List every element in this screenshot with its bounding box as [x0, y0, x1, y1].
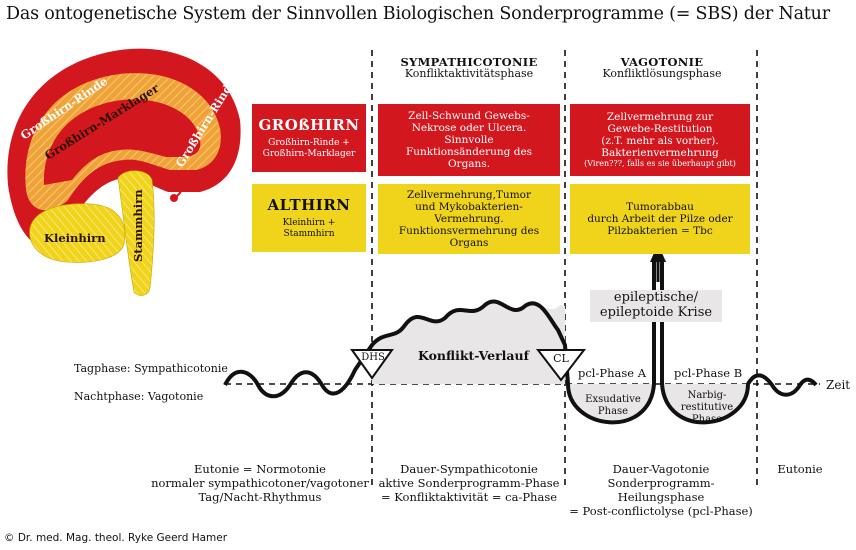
grosshirn-ca-line-1: Zell-Schwund Gewebs- — [408, 110, 530, 122]
althirn-ca-line-2: und Mykobakterien- — [415, 201, 523, 213]
althirn-pcl-line-1: Tumorabbau — [626, 201, 694, 213]
exsudative-line-2: Phase — [597, 406, 629, 417]
copyright: © Dr. med. Mag. theol. Ryke Geerd Hamer — [4, 532, 228, 544]
bottom-left-text: Eutonie = Normotonie normaler sympathico… — [150, 462, 370, 504]
nachtphase-label: Nachtphase: Vagotonie — [74, 390, 204, 403]
grosshirn-ca-box: Zell-Schwund Gewebs- Nekrose oder Ulcera… — [378, 104, 560, 176]
tagphase-label: Tagphase: Sympathicotonie — [74, 362, 228, 375]
pcl-fill-a — [568, 384, 654, 423]
bottom-ca-text: Dauer-Sympathicotonie aktive Sonderprogr… — [374, 462, 564, 504]
brain-inner — [43, 99, 201, 185]
bottom-ca-line-3: = Konfliktaktivität = ca-Phase — [380, 490, 558, 504]
konflikt-verlauf-label: Konflikt-Verlauf — [418, 348, 529, 363]
page-title: Das ontogenetische System der Sinnvollen… — [6, 4, 830, 24]
brain-illustration — [7, 48, 241, 296]
grosshirn-pcl-line-1: Zellvermehrung zur — [606, 111, 714, 123]
pcl-phase-b-label: pcl-Phase B — [674, 366, 743, 380]
exsudative-line-1: Exsudative — [585, 394, 641, 405]
grosshirn-label-box: GROßHIRN Großhirn-Rinde + Großhirn-Markl… — [252, 104, 366, 172]
epi-line-2: epileptoide Krise — [599, 305, 713, 320]
epi-line-1: epileptische/ — [613, 290, 699, 305]
grosshirn-ca-line-4: Funktionsänderung des — [405, 146, 533, 158]
cl-label: CL — [553, 352, 569, 365]
grosshirn-ca-line-5: Organs. — [447, 158, 491, 170]
althirn-pcl-line-3: Pilzbakterien = Tbc — [607, 225, 713, 237]
grosshirn-pcl-note: (Viren???, falls es sie überhaupt gibt) — [584, 159, 736, 168]
grosshirn-ca-line-2: Nekrose oder Ulcera. — [411, 122, 527, 134]
bottom-left-line-3: Tag/Nacht-Rhythmus — [198, 490, 322, 504]
pcl-phase-a-label: pcl-Phase A — [578, 366, 647, 380]
cl-triangle — [535, 349, 587, 382]
dhs-label: DHS — [361, 352, 385, 363]
grosshirn-pcl-box: Zellvermehrung zur Gewebe-Restitution (z… — [570, 104, 750, 176]
grosshirn-sub-2: Großhirn-Marklager — [262, 149, 356, 159]
althirn-sub-1: Kleinhirn + — [282, 218, 336, 228]
vagotonie-header: VAGOTONIE Konfliktlösungsphase — [572, 56, 752, 80]
bottom-right-text: Eutonie — [777, 462, 823, 476]
dhs-triangle — [350, 349, 394, 380]
pcl-fill-b — [662, 384, 748, 423]
ca-fill — [372, 301, 565, 384]
grosshirn-pcl-line-2: Gewebe-Restitution — [607, 123, 713, 135]
brain-kleinhirn — [29, 203, 126, 263]
bottom-ca-line-2: aktive Sonderprogramm-Phase — [378, 476, 560, 490]
althirn-pcl-line-2: durch Arbeit der Pilze oder — [587, 213, 733, 225]
althirn-label: ALTHIRN — [267, 196, 351, 214]
sympathicotonie-title: SYMPATHICOTONIE — [400, 55, 538, 69]
label-kleinhirn: Kleinhirn — [44, 231, 106, 245]
grosshirn-ca-line-3: Sinnvolle — [444, 134, 494, 146]
sympathicotonie-subtitle: Konfliktaktivitätsphase — [404, 67, 534, 80]
vagotonie-subtitle: Konfliktlösungsphase — [602, 67, 722, 80]
bottom-pcl-line-3: = Post-conflictolyse (pcl-Phase) — [569, 504, 753, 518]
exsudative-label: Exsudative Phase — [578, 394, 648, 418]
althirn-ca-line-4: Funktionsvermehrung des — [398, 225, 540, 237]
bottom-pcl-text: Dauer-Vagotonie Sonderprogramm-Heilungsp… — [566, 462, 756, 518]
sympathicotonie-header: SYMPATHICOTONIE Konfliktaktivitätsphase — [378, 56, 560, 80]
grosshirn-sub-1: Großhirn-Rinde + — [268, 138, 350, 148]
grosshirn-pcl-line-4: Bakterienvermehrung — [601, 147, 719, 159]
label-stammhirn: Stammhirn — [131, 189, 145, 262]
epi-krise-box: epileptische/ epileptoide Krise — [590, 290, 722, 322]
althirn-ca-box: Zellvermehrung,Tumor und Mykobakterien- … — [378, 184, 560, 254]
brain-stammhirn — [117, 170, 155, 296]
bottom-left-line-1: Eutonie = Normotonie — [194, 462, 326, 476]
grosshirn-label: GROßHIRN — [258, 116, 360, 134]
narbig-line-2: restitutive — [680, 402, 734, 413]
narbig-line-3: Phase — [691, 414, 723, 425]
zeit-label: Zeit — [826, 378, 851, 392]
bottom-ca-line-1: Dauer-Sympathicotonie — [400, 462, 538, 476]
althirn-ca-line-3: Vermehrung. — [434, 213, 504, 225]
bottom-pcl-line-2: Sonderprogramm-Heilungsphase — [607, 476, 715, 504]
vagotonie-title: VAGOTONIE — [620, 55, 704, 69]
bottom-left-line-2: normaler sympathicotoner/vagotoner — [151, 476, 369, 490]
narbig-line-1: Narbig- — [687, 390, 727, 401]
althirn-sub-2: Stammhirn — [283, 229, 335, 239]
grosshirn-pcl-line-3: (z.T. mehr als vorher). — [601, 135, 719, 147]
narbig-label: Narbig- restitutive Phase — [672, 390, 742, 426]
althirn-pcl-box: Tumorabbau durch Arbeit der Pilze oder P… — [570, 184, 750, 254]
althirn-ca-line-1: Zellvermehrung,Tumor — [407, 189, 531, 201]
wave-line — [223, 258, 818, 425]
althirn-label-box: ALTHIRN Kleinhirn + Stammhirn — [252, 184, 366, 252]
althirn-ca-line-5: Organs — [449, 237, 489, 249]
bottom-pcl-line-1: Dauer-Vagotonie — [612, 462, 710, 476]
